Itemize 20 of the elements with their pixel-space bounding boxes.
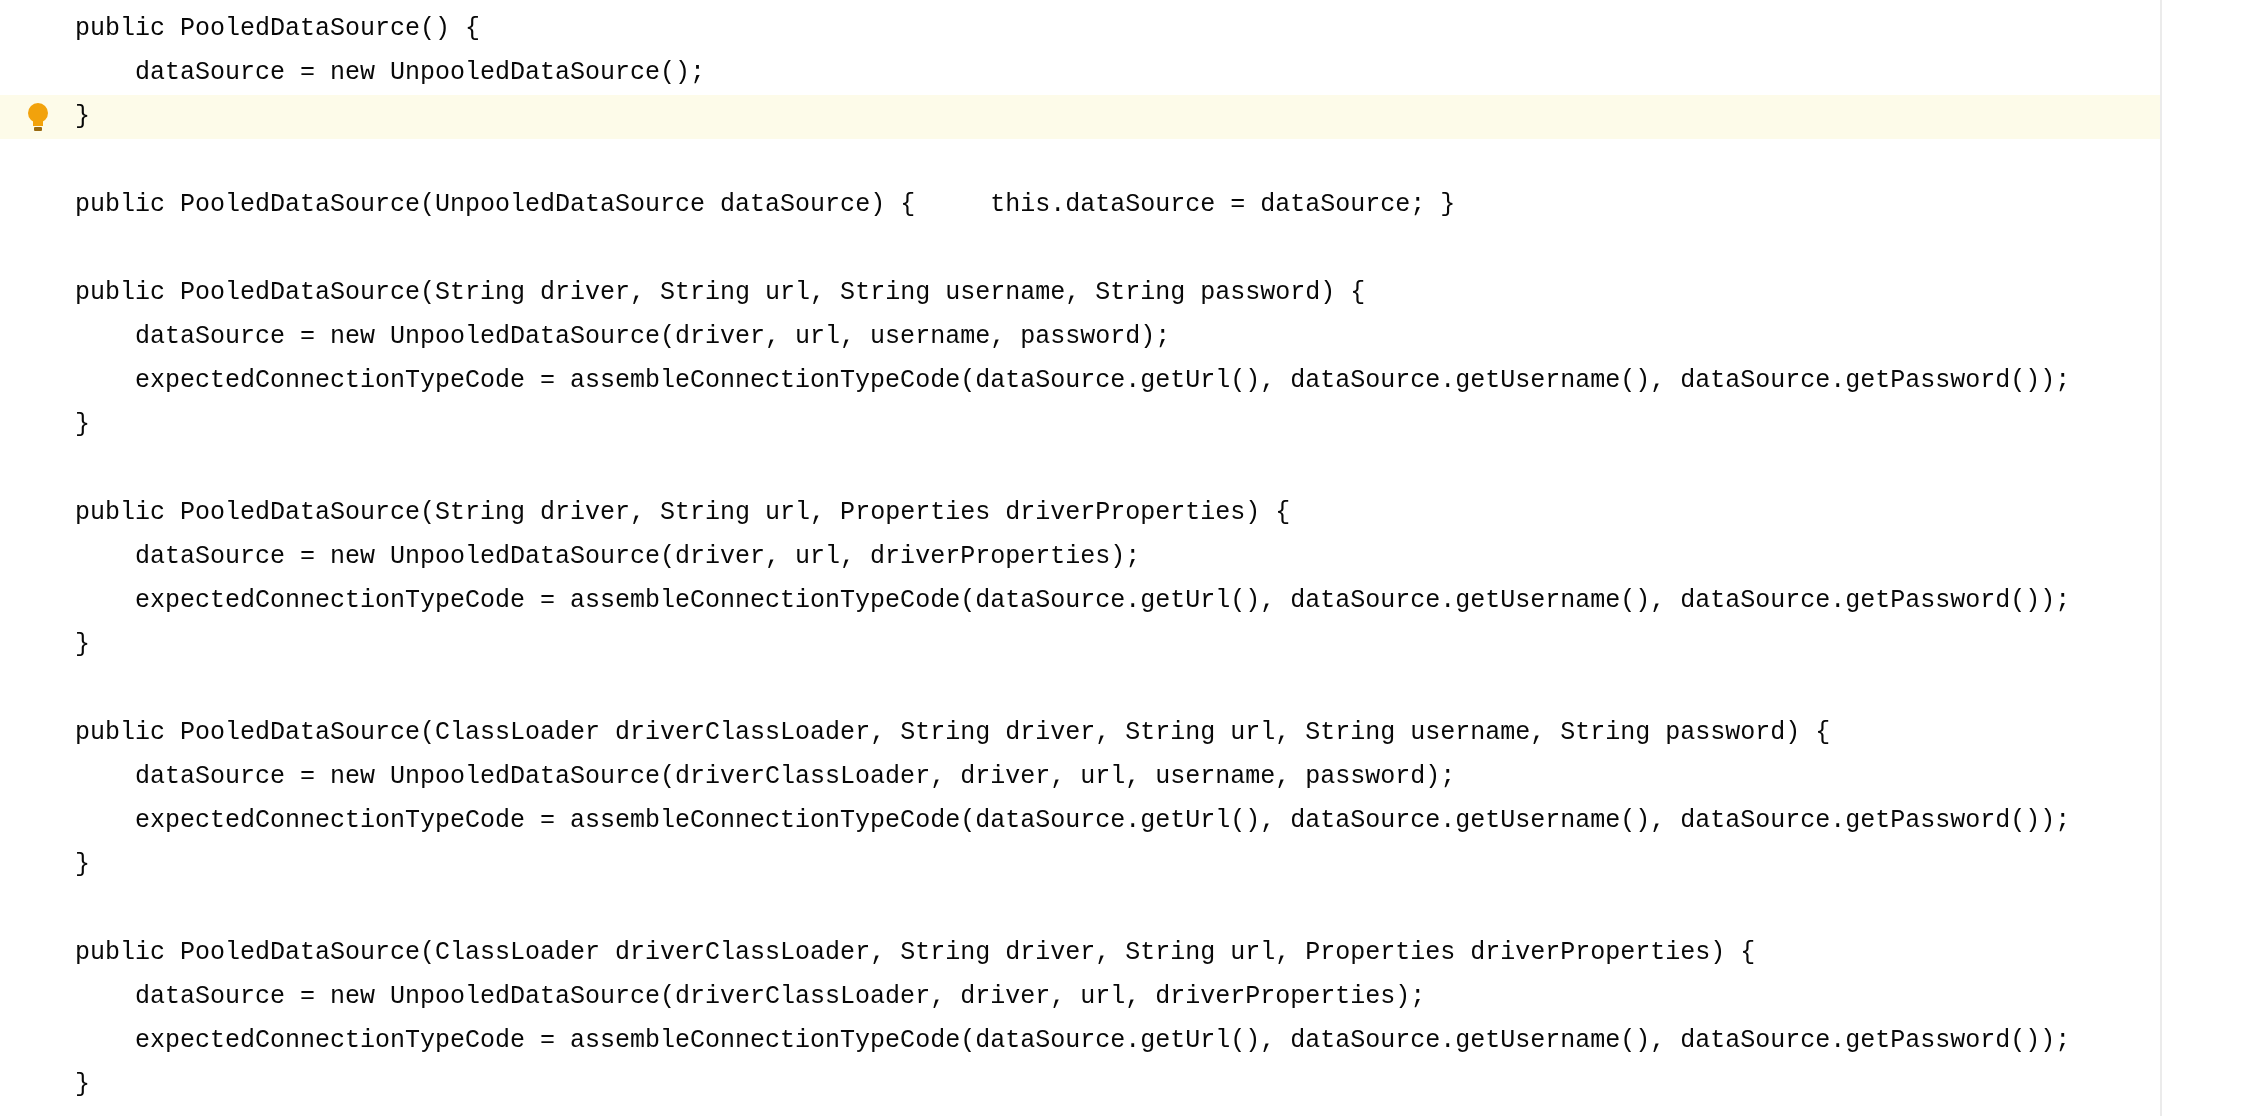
code-line: } [75,849,90,881]
code-line: expectedConnectionTypeCode = assembleConnectionTypeCode(dataSource.getUrl(), dataSource.getUsername(), dataSource.getPassword()); [135,1025,2071,1057]
code-line: dataSource = new UnpooledDataSource(driverClassLoader, driver, url, driverProperties); [135,981,1426,1013]
code-line: dataSource = new UnpooledDataSource(driver, url, driverProperties); [135,541,1141,573]
code-line: } [75,1069,90,1101]
code-line: dataSource = new UnpooledDataSource(driver, url, username, password); [135,321,1171,353]
code-line: } [75,409,90,441]
code-line: dataSource = new UnpooledDataSource(driverClassLoader, driver, url, username, password); [135,761,1456,793]
code-line: } [75,101,90,133]
code-line: expectedConnectionTypeCode = assembleConnectionTypeCode(dataSource.getUrl(), dataSource.getUsername(), dataSource.getPassword()); [135,365,2071,397]
code-line: public PooledDataSource() { [75,13,481,45]
code-line: public PooledDataSource(ClassLoader driverClassLoader, String driver, String url, Properties driverProperties) { [75,937,1756,969]
code-line: expectedConnectionTypeCode = assembleConnectionTypeCode(dataSource.getUrl(), dataSource.getUsername(), dataSource.getPassword()); [135,585,2071,617]
code-line: expectedConnectionTypeCode = assembleConnectionTypeCode(dataSource.getUrl(), dataSource.getUsername(), dataSource.getPassword()); [135,805,2071,837]
code-line: public PooledDataSource(String driver, String url, String username, String password) { [75,277,1366,309]
code-line: public PooledDataSource(String driver, String url, Properties driverProperties) { [75,497,1291,529]
code-line: public PooledDataSource(UnpooledDataSource dataSource) { this.dataSource = dataSource; } [75,189,1456,221]
code-line: public PooledDataSource(ClassLoader driverClassLoader, String driver, String url, String username, String password) { [75,717,1831,749]
code-line: dataSource = new UnpooledDataSource(); [135,57,706,89]
code-line: } [75,629,90,661]
